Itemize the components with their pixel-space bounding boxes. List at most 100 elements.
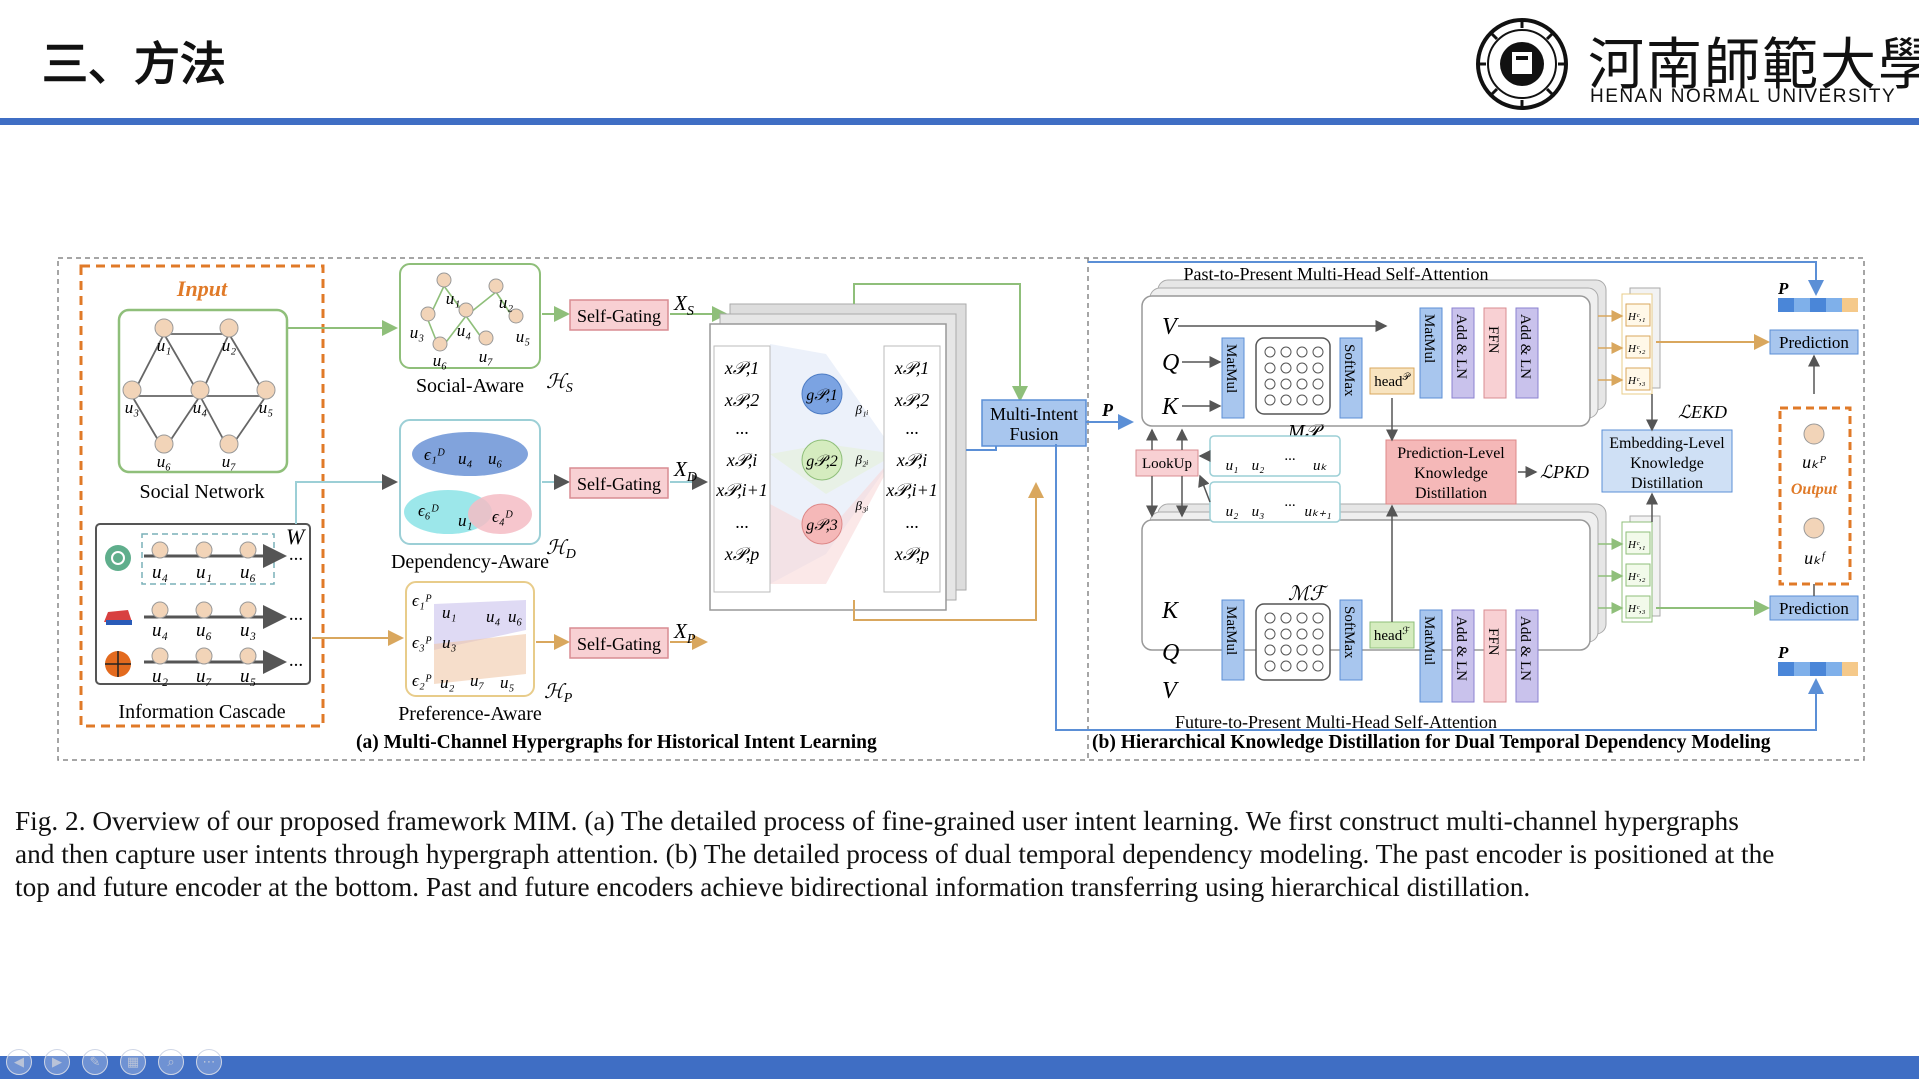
svg-text:u₃: u₃ [240, 620, 256, 641]
future-head-stack: Hᶜ,₁Hᶜ,₂Hᶜ,₃ [1621, 515, 1661, 623]
fusion-label-2: Fusion [1009, 424, 1058, 444]
input-label: Input [176, 276, 228, 301]
pen-icon[interactable]: ✎ [82, 1049, 108, 1075]
self-gating-dependency: Self-Gating [577, 474, 661, 494]
svg-text:β₂ᵢ: β₂ᵢ [854, 452, 868, 467]
caption-line-2: and then capture user intents through hy… [15, 839, 1775, 869]
svg-text:u₂: u₂ [499, 293, 514, 312]
svg-text:u₅: u₅ [259, 398, 274, 417]
svg-text:ϵ₃ᴾ: ϵ₃ᴾ [412, 633, 432, 652]
svg-text:u₄: u₄ [486, 607, 501, 626]
svg-text:u₂: u₂ [440, 673, 455, 692]
more-options-icon[interactable]: ⋯ [196, 1049, 222, 1075]
svg-text:u₆: u₆ [240, 562, 256, 583]
svg-text:Hᶜ,₃: Hᶜ,₃ [1627, 375, 1646, 387]
logo-english-name: HENAN NORMAL UNIVERSITY [1590, 86, 1897, 107]
past-softmax: SoftMax [1341, 344, 1357, 397]
svg-text:u₄: u₄ [152, 562, 168, 583]
slideshow-controls: ◀ ▶ ✎ ▦ ⌕ ⋯ [6, 1049, 222, 1075]
cascade-platform-icons [104, 545, 132, 677]
svg-text:...: ... [1284, 448, 1295, 464]
svg-text:u₇: u₇ [196, 666, 213, 687]
svg-text:u₄: u₄ [458, 449, 473, 468]
svg-text:P: P [1777, 279, 1789, 298]
previous-slide-icon[interactable]: ◀ [6, 1049, 32, 1075]
embedding-kd-box [1601, 429, 1733, 493]
next-slide-icon[interactable]: ▶ [44, 1049, 70, 1075]
self-gating-social: Self-Gating [577, 306, 661, 326]
svg-text:...: ... [735, 418, 749, 438]
svg-text:Hᶜ,₁: Hᶜ,₁ [1627, 311, 1646, 323]
svg-text:u₅: u₅ [240, 666, 256, 687]
past-add-ln-2: Add & LN [1517, 314, 1533, 379]
past-prediction-label: Prediction [1779, 333, 1849, 352]
sneaker-icon [104, 610, 132, 622]
pkd-label-2: Knowledge [1414, 465, 1488, 482]
svg-text:XS: XS [673, 291, 694, 319]
svg-text:Hᶜ,₁: Hᶜ,₁ [1627, 539, 1646, 551]
svg-text:...: ... [905, 512, 919, 532]
multi-intent-fusion-box [981, 399, 1087, 447]
ekd-label-1: Embedding-Level [1609, 435, 1725, 452]
svg-text:u₂: u₂ [1252, 458, 1265, 474]
svg-text:...: ... [1284, 494, 1295, 510]
svg-text:u₆: u₆ [157, 452, 172, 471]
svg-text:ϵ₁ᴾ: ϵ₁ᴾ [412, 591, 432, 610]
svg-text:g𝒫,3: g𝒫,3 [806, 517, 838, 534]
svg-text:u₁: u₁ [196, 562, 212, 583]
slides-overview-icon[interactable]: ▦ [120, 1049, 146, 1075]
svg-text:x𝒫,2: x𝒫,2 [894, 390, 929, 410]
svg-text:uₖᴾ: uₖᴾ [1802, 452, 1827, 472]
future-encoder [1141, 519, 1591, 651]
figure-caption: Fig. 2. Overview of our proposed framewo… [15, 805, 1910, 904]
preference-aware-label: Preference-Aware [398, 703, 542, 725]
pkd-label-1: Prediction-Level [1397, 445, 1505, 462]
svg-text:ϵ₄ᴰ: ϵ₄ᴰ [492, 507, 513, 526]
self-gating-preference: Self-Gating [577, 634, 661, 654]
future-prediction-box [1769, 595, 1859, 621]
svg-text:β₃ᵢ: β₃ᵢ [854, 498, 868, 513]
p-label-fusion: P [1101, 400, 1114, 420]
framework-diagram: Input u₁ u₂ u₃ u₄ u₅ u₆ u₇ Social Networ… [57, 257, 1865, 761]
university-seal-icon [1476, 18, 1568, 110]
svg-text:u₁: u₁ [458, 511, 472, 530]
zoom-icon[interactable]: ⌕ [158, 1049, 184, 1075]
l-ekd-label: ℒEKD [1678, 402, 1727, 422]
social-network-box [117, 308, 289, 474]
svg-text:u₅: u₅ [516, 327, 531, 346]
info-cascade-box [95, 523, 311, 685]
chatgpt-icon [105, 545, 131, 571]
svg-text:u₆: u₆ [433, 351, 448, 370]
svg-text:u₇: u₇ [470, 671, 485, 690]
svg-text:x𝒫,i+1: x𝒫,i+1 [885, 480, 938, 500]
svg-text:...: ... [905, 418, 919, 438]
ekd-label-2: Knowledge [1630, 455, 1704, 472]
past-add-ln-1: Add & LN [1453, 314, 1469, 379]
svg-text:XP: XP [673, 619, 696, 647]
svg-text:u₄: u₄ [457, 321, 472, 340]
future-add-ln-1: Add & LN [1453, 616, 1469, 681]
hp-label: ℋP [544, 681, 573, 706]
info-cascade-label: Information Cascade [118, 701, 285, 723]
svg-text:P: P [1777, 643, 1789, 662]
past-head-stack: Hᶜ,₁Hᶜ,₂Hᶜ,₃ [1621, 287, 1661, 395]
svg-text:x𝒫,1: x𝒫,1 [724, 358, 759, 378]
lookup-label: LookUp [1142, 456, 1192, 472]
svg-text:x𝒫,1: x𝒫,1 [894, 358, 929, 378]
future-matmul-1: MatMul [1223, 606, 1239, 655]
past-matmul-1: MatMul [1223, 344, 1239, 393]
figure-border [57, 257, 1865, 761]
svg-text:Hᶜ,₃: Hᶜ,₃ [1627, 603, 1646, 615]
footer-bar [0, 1056, 1919, 1079]
svg-text:u₃: u₃ [442, 633, 457, 652]
svg-text:...: ... [289, 650, 303, 671]
header-divider [0, 118, 1919, 125]
social-aware-label: Social-Aware [416, 375, 524, 397]
output-label: Output [1791, 481, 1838, 498]
svg-text:ℳℱ: ℳℱ [1288, 583, 1328, 605]
ekd-label-3: Distillation [1631, 475, 1703, 492]
svg-text:u₄: u₄ [152, 620, 168, 641]
panel-b-caption: (b) Hierarchical Knowledge Distillation … [1092, 732, 1771, 753]
past-encoder-title: Past-to-Present Multi-Head Self-Attentio… [1184, 264, 1489, 284]
svg-text:x𝒫,i: x𝒫,i [896, 450, 927, 470]
